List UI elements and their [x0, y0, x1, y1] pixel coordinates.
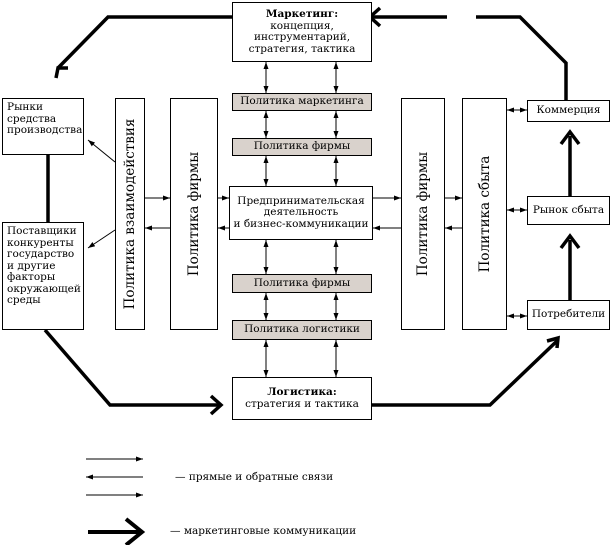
- entrepreneurship-line-1: Предпринимательская: [237, 194, 365, 207]
- policy-firm-top-label: Политика фирмы: [253, 140, 351, 153]
- markets-box: Рынки средства производства: [2, 98, 84, 155]
- commerce-box: Коммерция: [527, 100, 610, 122]
- sales-market-box: Рынок сбыта: [527, 196, 610, 225]
- markets-label: Рынки средства производства: [7, 101, 83, 136]
- loop-left-bottom: [43, 328, 220, 407]
- policy-sales-box: Политика сбыта: [462, 98, 507, 330]
- suppliers-label: Поставщики конкуренты государство и друг…: [7, 225, 81, 306]
- consumers-box: Потребители: [527, 300, 610, 330]
- marketing-box: Маркетинг: концепция, инструментарий, ст…: [232, 2, 372, 62]
- entrepreneurship-line-2: деятельность: [263, 206, 339, 219]
- policy-sales-label: Политика сбыта: [476, 155, 493, 273]
- policy-firm-top-box: Политика фирмы: [232, 138, 372, 156]
- loop-top-right: [476, 15, 568, 100]
- policy-logistics-label: Политика логистики: [244, 323, 360, 336]
- commerce-label: Коммерция: [536, 104, 601, 117]
- marketing-line-3: стратегия, тактика: [248, 42, 356, 55]
- legend-thick-label: — маркетинговые коммуникации: [170, 525, 357, 537]
- suppliers-box: Поставщики конкуренты государство и друг…: [2, 222, 84, 330]
- consumers-label: Потребители: [531, 308, 606, 321]
- policy-firm-right-label: Политика фирмы: [415, 151, 431, 277]
- chevron-to-commerce: [559, 129, 581, 146]
- chevron-to-sales-market: [559, 233, 581, 250]
- center-feedback-arrows: [263, 62, 339, 377]
- policy-firm-bottom-label: Политика фирмы: [253, 276, 351, 289]
- marketing-line-1: концепция,: [270, 19, 334, 32]
- legend-thin-label: — прямые и обратные связи: [175, 471, 334, 483]
- policy-interaction-label: Политика взаимодействия: [122, 118, 138, 310]
- legend-graphics: [86, 456, 146, 545]
- chevron-to-markets: [54, 66, 68, 79]
- horizontal-feedback-arrows: [87, 107, 527, 319]
- policy-firm-right-box: Политика фирмы: [401, 98, 445, 330]
- policy-marketing-label: Политика маркетинга: [240, 95, 364, 108]
- logistics-title: Логистика:: [267, 386, 337, 398]
- entrepreneurship-box: Предпринимательская деятельность и бизне…: [229, 186, 373, 240]
- policy-firm-bottom-box: Политика фирмы: [232, 274, 372, 293]
- loop-bottom-right: [372, 338, 560, 407]
- entrepreneurship-line-3: и бизнес-коммуникации: [233, 217, 369, 230]
- logistics-line: стратегия и тактика: [245, 397, 359, 410]
- policy-marketing-box: Политика маркетинга: [232, 93, 372, 111]
- sales-market-label: Рынок сбыта: [532, 203, 605, 216]
- chevron-to-logistics: [209, 394, 224, 416]
- loop-left-top: [56, 15, 232, 70]
- policy-firm-left-label: Политика фирмы: [186, 151, 202, 277]
- policy-interaction-box: Политика взаимодействия: [115, 98, 145, 330]
- marketing-line-2: инструментарий,: [253, 31, 351, 43]
- logistics-box: Логистика: стратегия и тактика: [232, 377, 372, 420]
- policy-firm-left-box: Политика фирмы: [170, 98, 218, 330]
- marketing-communications-loop: [43, 15, 572, 407]
- chevron-to-consumers: [546, 335, 560, 349]
- marketing-title: Маркетинг:: [265, 8, 339, 20]
- policy-logistics-box: Политика логистики: [232, 320, 372, 340]
